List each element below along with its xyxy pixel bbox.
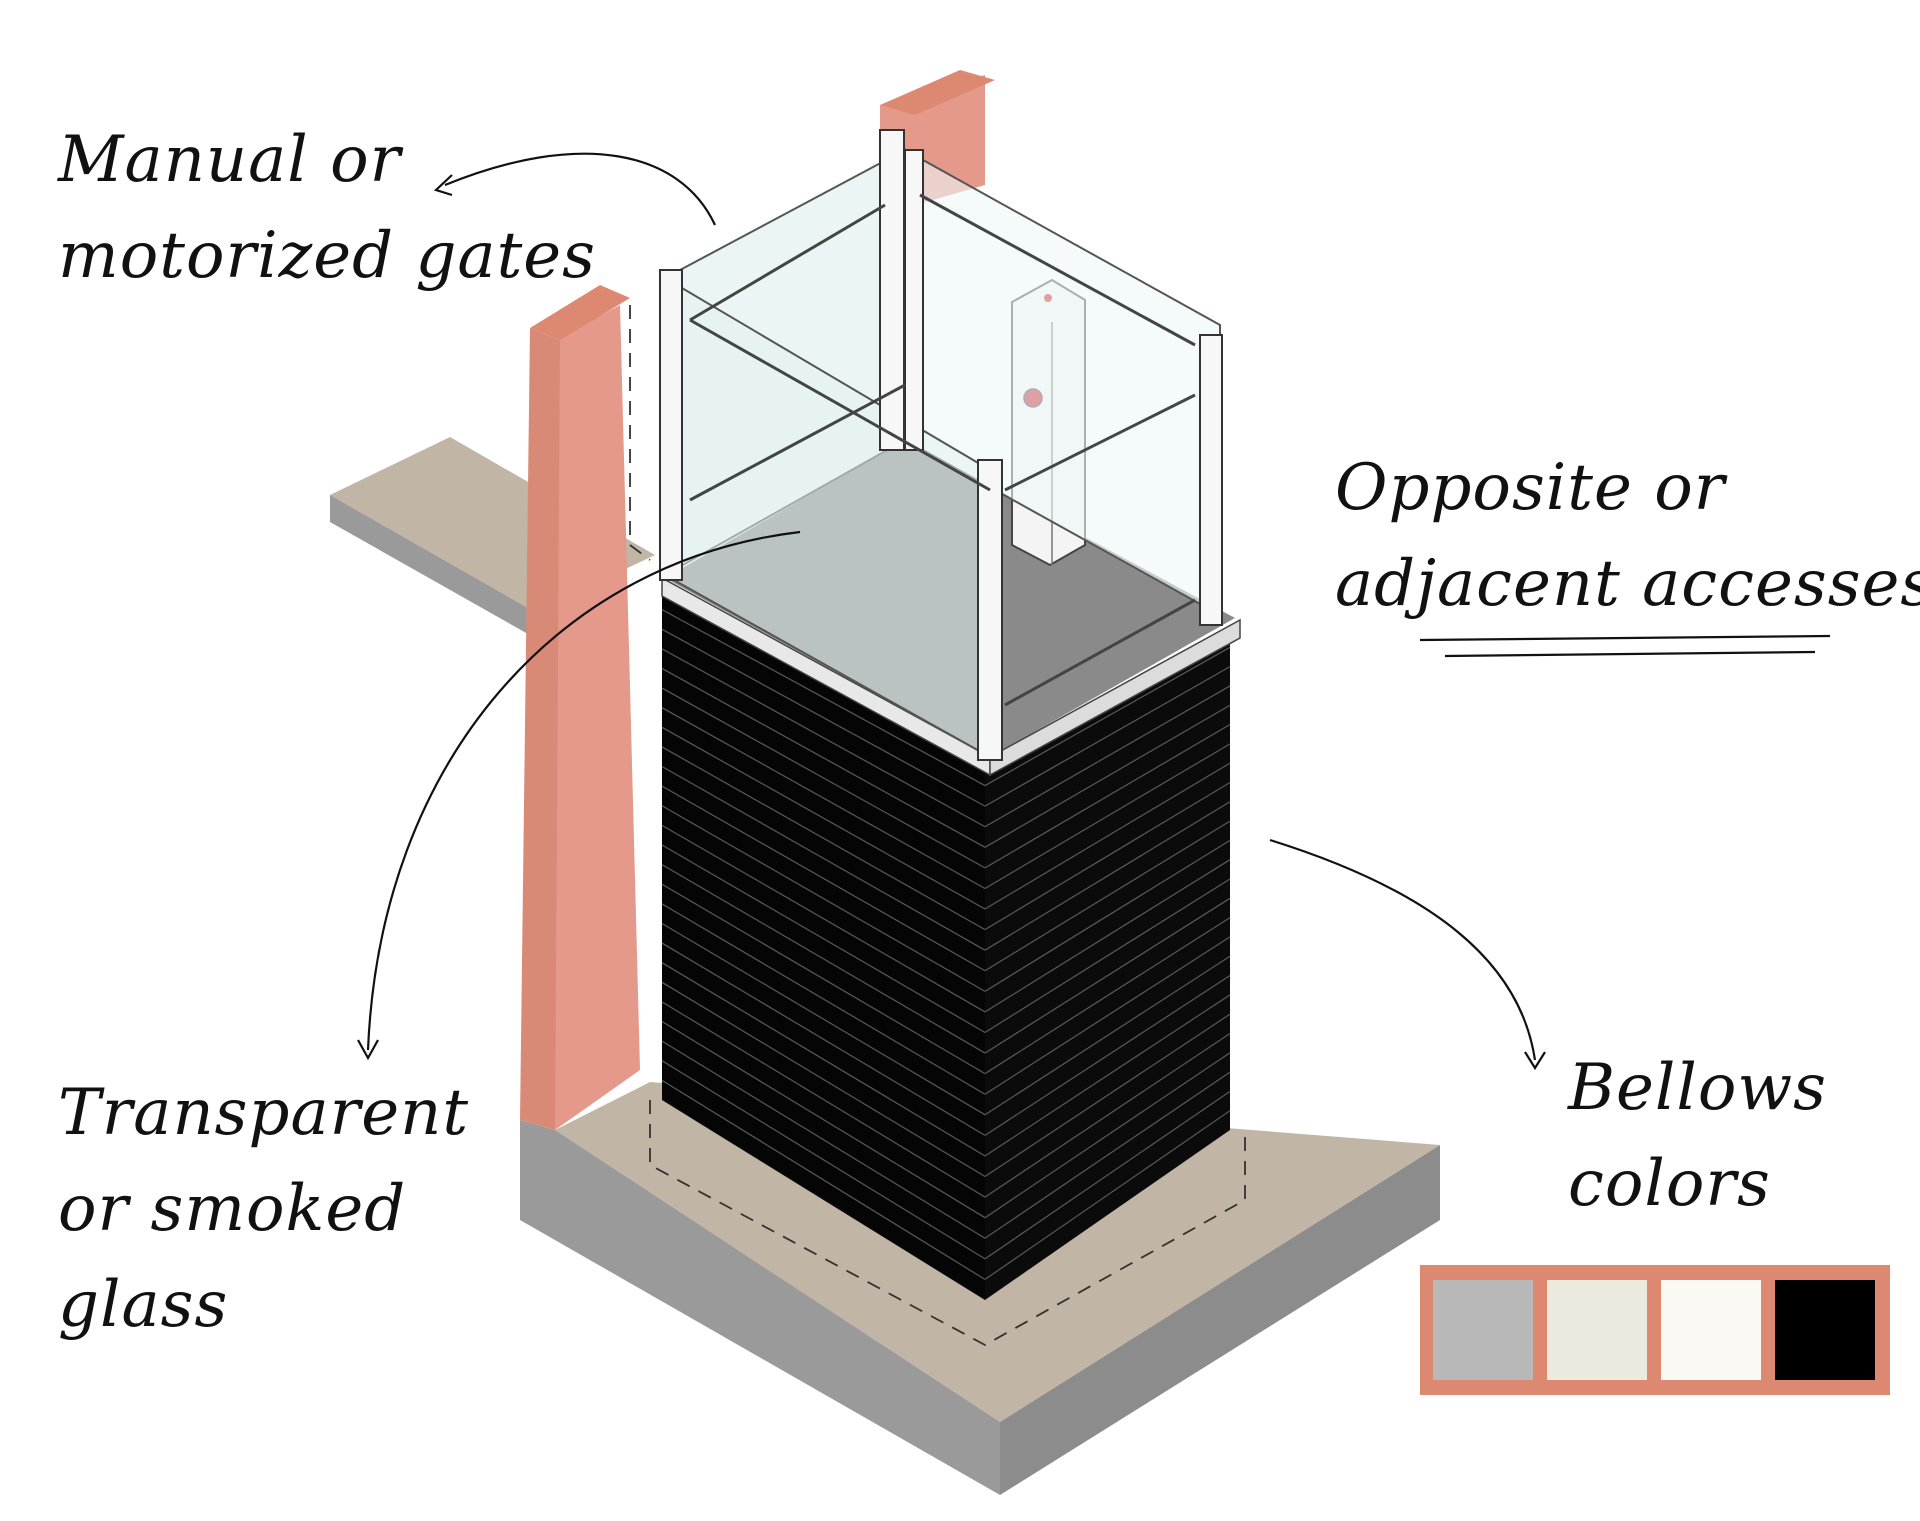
- leader-glass: [366, 530, 801, 1051]
- ground-slab-right-face: [1000, 1145, 1440, 1495]
- leader-bellows: [1269, 838, 1537, 1061]
- bellows-left-face: [662, 590, 985, 1300]
- label-gates-line-2: motorized gates: [58, 219, 596, 293]
- bellows-fold-lines: [661, 609, 1231, 1280]
- label-bellows-line-1: Bellows: [1568, 1051, 1827, 1125]
- swatch-cream: [1547, 1280, 1647, 1380]
- swatch-white: [1661, 1280, 1761, 1380]
- label-glass-line-2: or smoked: [58, 1172, 407, 1246]
- swatch-black: [1775, 1280, 1875, 1380]
- wall-top-edge: [530, 285, 630, 340]
- label-access-line-1: Opposite or: [1335, 451, 1726, 525]
- wall-side-face: [520, 328, 560, 1130]
- gate-frame: [659, 129, 1223, 761]
- leader-access-underline-2: [1444, 650, 1816, 658]
- label-access: Opposite or adjacent accesses: [1335, 440, 1920, 632]
- platform-rim-right: [989, 618, 1241, 777]
- label-gates: Manual or motorized gates: [58, 112, 596, 304]
- swatch-grey: [1433, 1280, 1533, 1380]
- leader-bellows-arrow: [1524, 1051, 1546, 1071]
- ground-slab-left-face: [520, 1120, 1000, 1495]
- leader-gates: [444, 152, 716, 226]
- label-bellows: Bellows colors: [1568, 1040, 1827, 1232]
- leader-access-underline: [1419, 634, 1831, 642]
- wall-back-top: [880, 70, 995, 115]
- handrails: [689, 193, 1196, 707]
- leader-gates-arrow: [433, 174, 453, 197]
- leader-lines: [357, 152, 1831, 1071]
- label-bellows-line-2: colors: [1568, 1147, 1771, 1221]
- label-glass: Transparent or smoked glass: [58, 1065, 469, 1353]
- upper-landing-slab-front: [330, 495, 535, 638]
- leader-glass-arrow: [357, 1039, 379, 1061]
- wall-main-face: [555, 305, 640, 1130]
- label-access-line-2: adjacent accesses: [1335, 547, 1920, 621]
- label-gates-line-1: Manual or: [58, 123, 402, 197]
- label-glass-line-1: Transparent: [58, 1076, 470, 1150]
- bellows-right-face: [985, 628, 1230, 1300]
- pit-outline: [629, 305, 1246, 1347]
- label-glass-line-3: glass: [58, 1268, 229, 1342]
